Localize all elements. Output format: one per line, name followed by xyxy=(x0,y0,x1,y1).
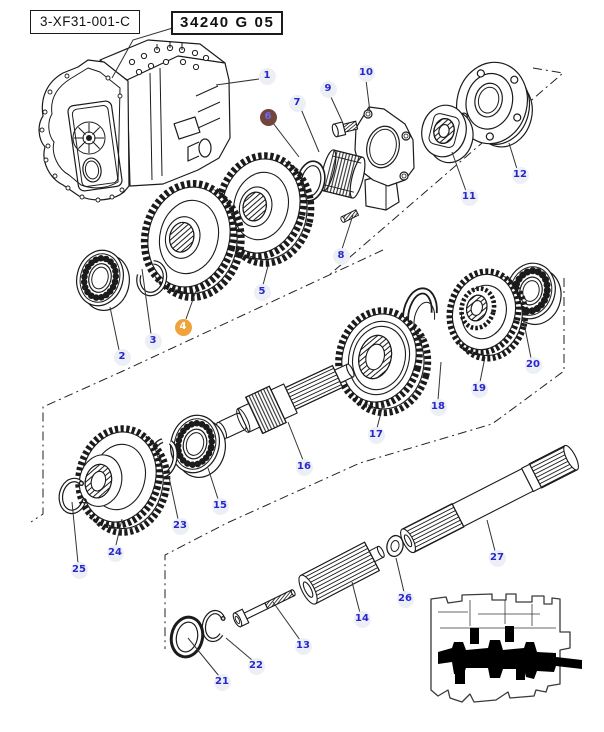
part-7-needle-bearing[interactable] xyxy=(318,149,368,200)
callout-22[interactable]: 22 xyxy=(247,657,265,675)
callout-14[interactable]: 14 xyxy=(353,610,371,628)
part-16-input-shaft[interactable] xyxy=(210,351,361,450)
part-9-bolt[interactable] xyxy=(331,119,359,138)
part-12-bearing-flange[interactable] xyxy=(448,55,543,153)
callout-26[interactable]: 26 xyxy=(396,590,414,608)
callout-21[interactable]: 21 xyxy=(213,673,231,691)
location-thumbnail[interactable] xyxy=(430,593,582,703)
callout-20[interactable]: 20 xyxy=(524,356,542,374)
axis-guide-lines xyxy=(30,67,565,649)
callout-27[interactable]: 27 xyxy=(488,549,506,567)
callout-18[interactable]: 18 xyxy=(429,398,447,416)
part-14-splined-sleeve[interactable] xyxy=(295,537,390,607)
part-17-gear[interactable] xyxy=(327,301,440,422)
part-10-bearing-support[interactable] xyxy=(354,106,415,211)
callout-23[interactable]: 23 xyxy=(171,517,189,535)
callout-17[interactable]: 17 xyxy=(367,426,385,444)
callout-7[interactable]: 7 xyxy=(288,94,306,112)
drawing-code-box: 3-XF31-001-C xyxy=(30,10,141,34)
callout-9[interactable]: 9 xyxy=(319,80,337,98)
part-24-gear[interactable] xyxy=(67,420,178,541)
part-2-bearing[interactable] xyxy=(70,245,136,316)
callout-4[interactable]: 4 xyxy=(174,318,192,336)
part-1-gearbox-housing[interactable] xyxy=(38,39,231,203)
callout-1[interactable]: 1 xyxy=(258,67,276,85)
callout-19[interactable]: 19 xyxy=(470,380,488,398)
drawing-code-label: 3-XF31-001-C xyxy=(40,14,131,29)
part-11-coupling[interactable] xyxy=(415,100,479,167)
callout-11[interactable]: 11 xyxy=(460,188,478,206)
callout-3[interactable]: 3 xyxy=(144,332,162,350)
part-26-washer[interactable] xyxy=(385,534,405,558)
part-13-bolt[interactable] xyxy=(231,585,297,628)
callout-16[interactable]: 16 xyxy=(295,458,313,476)
leader-lines xyxy=(71,26,532,677)
callout-2[interactable]: 2 xyxy=(113,348,131,366)
callout-10[interactable]: 10 xyxy=(357,64,375,82)
part-27-splined-shaft[interactable] xyxy=(397,444,581,555)
figure-code-label: 34240 G 05 xyxy=(180,14,275,31)
figure-code-box[interactable]: 34240 G 05 xyxy=(171,11,284,35)
callout-13[interactable]: 13 xyxy=(294,637,312,655)
callout-24[interactable]: 24 xyxy=(106,544,124,562)
part-22-snap-ring[interactable] xyxy=(201,609,226,643)
figure-callout-leader xyxy=(111,26,177,79)
part-3-snap-ring[interactable] xyxy=(135,259,168,297)
highlighted-shaft-silhouette xyxy=(438,626,582,684)
callout-8[interactable]: 8 xyxy=(332,247,350,265)
callout-12[interactable]: 12 xyxy=(511,166,529,184)
part-15-bearing[interactable] xyxy=(164,410,233,483)
callout-15[interactable]: 15 xyxy=(211,497,229,515)
callout-25[interactable]: 25 xyxy=(70,561,88,579)
part-4-gear[interactable] xyxy=(132,174,253,307)
callout-5[interactable]: 5 xyxy=(253,283,271,301)
part-25-snap-ring[interactable] xyxy=(58,477,89,515)
callout-6[interactable]: 6 xyxy=(259,108,277,126)
